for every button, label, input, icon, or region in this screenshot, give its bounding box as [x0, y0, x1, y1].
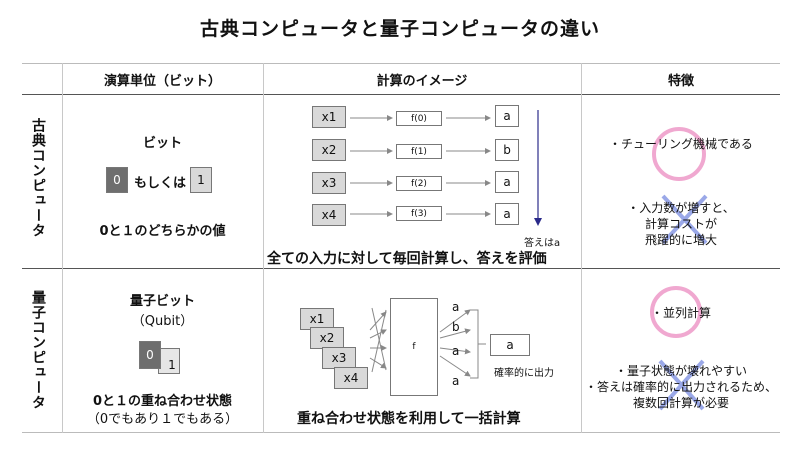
classical-output-a2: a: [495, 171, 519, 193]
qubit-value-sub: （0でもあり１でもある）: [86, 412, 239, 427]
qubit-one: 1: [158, 348, 180, 374]
bit-zero: 0: [106, 167, 128, 193]
quantum-feature-fragile: ・量子状態が壊れやすい: [614, 364, 747, 378]
classical-feature-cost-1: ・入力数が増すと、: [627, 201, 735, 215]
quantum-func: f: [390, 298, 438, 396]
quantum-caption: 重ね合わせ状態を利用して一括計算: [297, 411, 521, 427]
row-label-quantum: 量子コンピュータ: [30, 290, 46, 410]
quantum-feature-repeat: 複数回計算が必要: [632, 396, 729, 410]
page-title: 古典コンピュータと量子コンピュータの違い: [199, 18, 600, 40]
table-bottom-rule: [22, 432, 780, 433]
qubit-subtitle: （Qubit）: [131, 314, 194, 329]
row-label-classical: 古典コンピュータ: [30, 118, 46, 238]
classical-input-x1: x1: [312, 106, 346, 128]
qubit-zero: 0: [139, 341, 161, 369]
classical-func-1: f(1): [396, 144, 442, 159]
quantum-feature-probabilistic: ・答えは確率的に出力されるため、: [584, 380, 777, 394]
classical-input-x2: x2: [312, 139, 346, 161]
col-divider-3: [581, 63, 582, 433]
quantum-output-b: b: [452, 320, 460, 334]
classical-caption: 全ての入力に対して毎回計算し、答えを評価: [267, 251, 547, 267]
header-rule: [22, 94, 780, 95]
col-divider-1: [62, 63, 63, 433]
quantum-output-a1: a: [452, 300, 460, 314]
quantum-input-x4: x4: [334, 367, 368, 389]
quantum-output-a2: a: [452, 344, 460, 358]
bit-one: 1: [190, 167, 212, 193]
quantum-output-a3: a: [452, 374, 460, 388]
classical-func-3: f(3): [396, 206, 442, 221]
classical-func-2: f(2): [396, 176, 442, 191]
row-divider: [22, 268, 780, 269]
quantum-input-x2: x2: [310, 327, 344, 349]
classical-output-a3: a: [495, 203, 519, 225]
classical-func-0: f(0): [396, 111, 442, 126]
quantum-result: a: [490, 334, 530, 356]
classical-feature-cost-3: 飛躍的に増大: [644, 233, 717, 247]
quantum-feature-parallel: ・並列計算: [650, 306, 711, 320]
qubit-title: 量子ビット: [129, 294, 195, 309]
header-features: 特徴: [667, 74, 694, 89]
classical-output-a1: a: [495, 105, 519, 127]
classical-input-x3: x3: [312, 172, 346, 194]
header-image: 計算のイメージ: [376, 74, 468, 89]
quantum-input-x3: x3: [322, 347, 356, 369]
bit-title: ビット: [142, 136, 182, 151]
header-unit: 演算単位（ビット）: [103, 74, 221, 89]
classical-input-x4: x4: [312, 204, 346, 226]
classical-output-b: b: [495, 139, 519, 161]
probabilistic-note: 確率的に出力: [494, 368, 554, 379]
or-text: もしくは: [134, 176, 187, 191]
bit-value-text: 0と１のどちらかの値: [99, 224, 226, 239]
qubit-value-text: 0と１の重ね合わせ状態: [92, 394, 233, 409]
answer-note: 答えはa: [524, 238, 561, 249]
classical-feature-cost-2: 計算コストが: [644, 217, 717, 231]
table-top-rule: [22, 63, 780, 64]
classical-feature-turing: ・チューリング機械である: [609, 137, 753, 151]
col-divider-2: [263, 63, 264, 433]
